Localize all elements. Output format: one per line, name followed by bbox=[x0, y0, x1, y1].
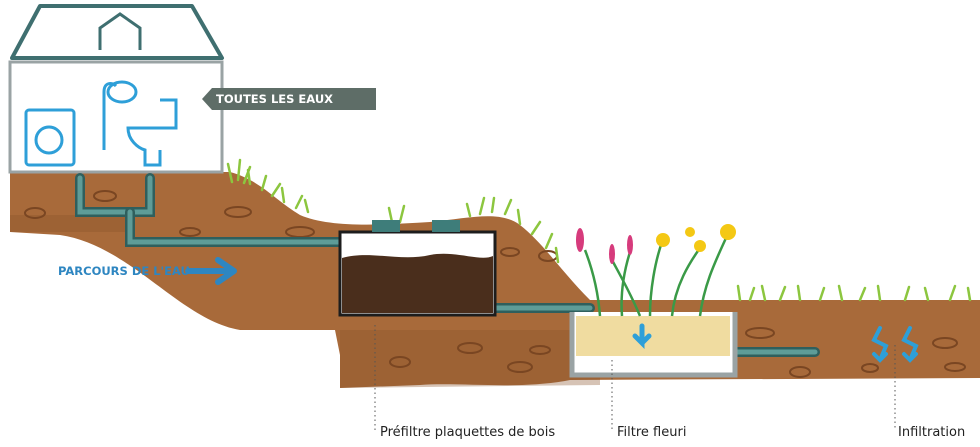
house bbox=[8, 4, 224, 174]
soil-stones bbox=[24, 190, 966, 378]
sand-bed bbox=[576, 316, 730, 356]
down-arrow-icon bbox=[632, 323, 652, 350]
flower-filter-label: Filtre fleuri bbox=[617, 425, 687, 440]
water-path-label: PARCOURS DE L'EAU bbox=[58, 264, 190, 278]
washing-machine-icon bbox=[24, 108, 76, 167]
all-wastewater-banner: TOUTES LES EAUX USÉES bbox=[202, 88, 376, 110]
plants bbox=[576, 224, 736, 317]
prefilter-tank bbox=[338, 220, 497, 317]
flower-filter bbox=[569, 312, 738, 378]
prefilter-label: Préfiltre plaquettes de bois bbox=[380, 425, 556, 440]
house-dormer bbox=[98, 12, 142, 50]
toilet-icon bbox=[126, 98, 178, 167]
infiltration-label: Infiltration bbox=[898, 425, 966, 440]
arrow-right-icon bbox=[185, 257, 237, 285]
house-wall bbox=[8, 60, 224, 174]
soil-shading bbox=[10, 215, 600, 388]
wood-chips bbox=[342, 253, 493, 313]
leader-lines bbox=[374, 325, 896, 430]
grass bbox=[226, 158, 972, 302]
infiltration-arrows bbox=[871, 326, 919, 363]
washing-machine-door bbox=[34, 125, 64, 155]
house-roof bbox=[10, 4, 224, 60]
